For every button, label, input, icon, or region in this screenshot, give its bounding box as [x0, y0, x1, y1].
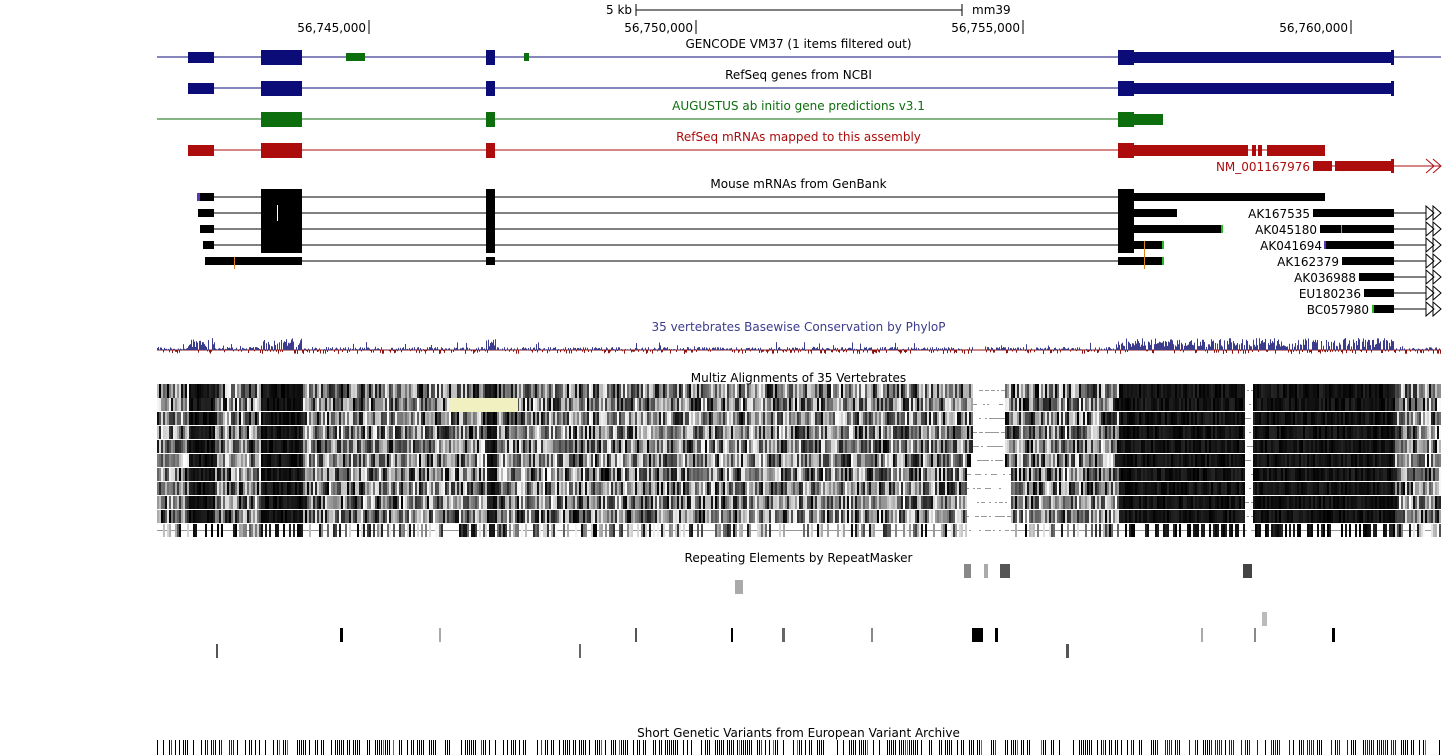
eva-variant-ticks[interactable]	[157, 740, 1440, 755]
ruler-position-label: 56,750,000	[624, 21, 693, 35]
refseq-mrna-item-label[interactable]: NM_001167976	[1215, 160, 1310, 174]
track-title-eva[interactable]: Short Genetic Variants from European Var…	[637, 726, 960, 740]
ruler-assembly-label: mm39	[972, 3, 1011, 17]
ruler-position-label: 56,755,000	[951, 21, 1020, 35]
refseq-gene-model[interactable]	[188, 81, 1394, 96]
gencode-gene-model[interactable]	[157, 50, 1441, 65]
phylop-wiggle[interactable]	[157, 338, 1441, 354]
ruler-scale-label: 5 kb	[606, 3, 633, 17]
ruler-position-label: 56,760,000	[1279, 21, 1348, 35]
base-position-ruler	[368, 4, 1352, 34]
track-title-refseq-genes[interactable]: RefSeq genes from NCBI	[725, 68, 872, 82]
track-title-mouse-mrna[interactable]: Mouse mRNAs from GenBank	[710, 177, 887, 191]
track-title-repeatmasker[interactable]: Repeating Elements by RepeatMasker	[684, 551, 913, 565]
track-title-refseq-mrna[interactable]: RefSeq mRNAs mapped to this assembly	[676, 130, 921, 144]
track-title-multiz[interactable]: Multiz Alignments of 35 Vertebrates	[690, 371, 907, 385]
mrna-item-label[interactable]: AK167535	[1248, 207, 1310, 221]
track-title-gencode[interactable]: GENCODE VM37 (1 items filtered out)	[685, 37, 912, 51]
mrna-item-label[interactable]: AK162379	[1277, 255, 1339, 269]
mrna-item-label[interactable]: AK045180	[1255, 223, 1317, 237]
ruler-position-label: 56,745,000	[297, 21, 366, 35]
track-title-augustus[interactable]: AUGUSTUS ab initio gene predictions v3.1	[672, 99, 925, 113]
track-title-phylop[interactable]: 35 vertebrates Basewise Conservation by …	[651, 320, 946, 334]
multiz-alignment-grid[interactable]	[157, 384, 1441, 537]
mrna-item-label[interactable]: AK041694	[1260, 239, 1322, 253]
repeatmasker-elements[interactable]	[216, 564, 1335, 658]
mouse-mrna-alignments[interactable]	[197, 189, 1442, 318]
mrna-item-label[interactable]: BC057980	[1306, 303, 1369, 317]
mrna-item-label[interactable]: AK036988	[1294, 271, 1356, 285]
mrna-item-label[interactable]: EU180236	[1298, 287, 1361, 301]
augustus-gene-model[interactable]	[157, 112, 1163, 127]
refseq-mrna-model[interactable]	[188, 143, 1442, 174]
